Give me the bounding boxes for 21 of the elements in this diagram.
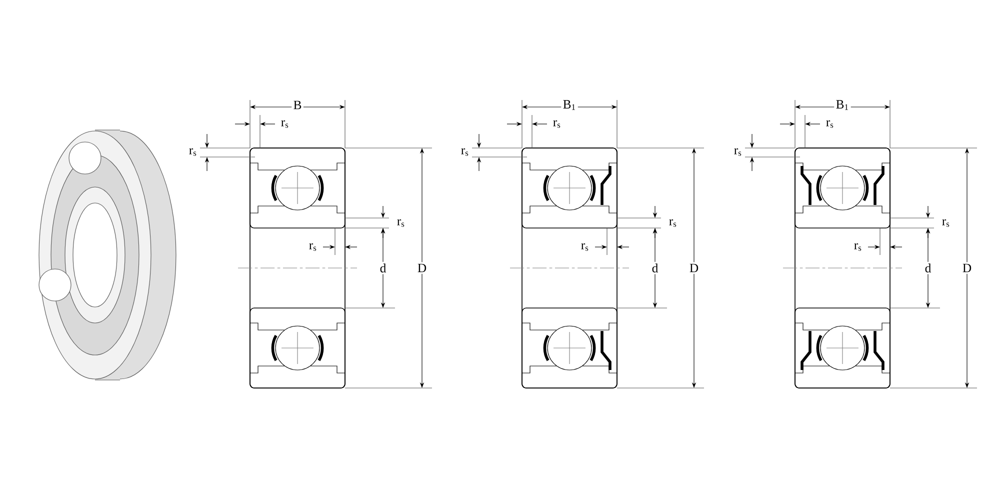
dimension-label: r$_{s}$ [667, 218, 679, 228]
dimension-label: r$_{s}$ [279, 118, 291, 130]
dimension-label: d [378, 262, 388, 274]
dimension-label: D [688, 262, 700, 274]
dimension-label: B$_{1}$ [561, 98, 578, 112]
dimension-label: r$_{s}$ [579, 242, 591, 252]
dimension-label: D [960, 262, 974, 274]
dimension-label: B$_{1}$ [834, 98, 851, 112]
dimension-label: d [923, 262, 933, 274]
dimension-label: r$_{s}$ [732, 146, 744, 158]
dimension-label: r$_{s}$ [307, 242, 319, 252]
dimension-label: r$_{s}$ [187, 146, 199, 158]
dimension-label: r$_{s}$ [940, 218, 952, 228]
dimension-label: r$_{s}$ [551, 118, 563, 130]
dimension-label: r$_{s}$ [824, 118, 836, 130]
dimension-label: D [416, 262, 428, 274]
dimension-label: r$_{s}$ [459, 146, 471, 158]
dimension-label: r$_{s}$ [395, 218, 407, 228]
dimension-label: r$_{s}$ [852, 242, 864, 252]
dimension-label: d [650, 262, 660, 274]
dimension-label: B [292, 99, 304, 111]
